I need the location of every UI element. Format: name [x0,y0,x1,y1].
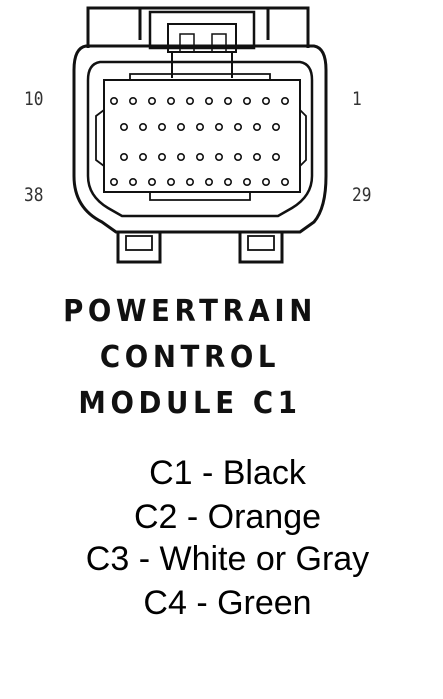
pin-socket [186,178,195,187]
connector-outer-shell [72,44,328,234]
pin-socket [215,123,224,132]
legend-item-c4: C4 - Green [143,584,312,622]
pin-socket [253,153,262,162]
pin-socket [234,123,243,132]
connector-title-line-2: CONTROL [99,340,281,375]
pin-socket [271,123,280,132]
pin-socket [253,123,262,132]
legend-item-c3: C3 - White or Gray [85,540,370,578]
pin-socket [167,97,176,106]
pin-socket [215,153,224,162]
pin-socket [280,97,289,106]
pin-socket [224,97,233,106]
pin-socket [129,178,138,187]
pin-socket [261,178,270,187]
pin-socket [148,97,157,106]
pin-socket [243,178,252,187]
pin-socket [148,178,157,187]
pin-socket [205,97,214,106]
pin-socket [167,178,176,187]
connector-title-line-3: MODULE C1 [78,386,302,421]
pin-socket [177,153,186,162]
pin-socket [158,153,167,162]
pin-socket [205,178,214,187]
pin-socket [196,123,205,132]
connector-latch-tab [148,10,256,50]
pin-socket [261,97,270,106]
pin-socket [243,97,252,106]
pin-grid [110,97,289,187]
pin-socket [196,153,205,162]
pin-socket [120,153,129,162]
pin-socket [129,97,138,106]
pin-socket [110,97,119,106]
pin-socket [271,153,280,162]
pin-label-top-left: 10 [24,88,44,110]
pin-socket [110,178,119,187]
connector-title-line-1: POWERTRAIN [63,294,317,329]
pin-socket [158,123,167,132]
pin-socket [224,178,233,187]
pin-label-top-right: 1 [352,88,362,110]
left-mounting-tab [116,232,162,264]
pin-label-bottom-right: 29 [352,184,372,206]
connector-latch-housing [86,6,310,48]
pin-socket [120,123,129,132]
connector-inner-shell [86,60,314,218]
pin-socket [186,97,195,106]
pin-socket [234,153,243,162]
legend-item-c2: C2 - Orange [133,498,322,536]
legend-item-c1: C1 - Black [149,454,306,492]
pin-socket [177,123,186,132]
connector-latch-window [167,23,237,53]
pin-cavity [103,79,301,193]
pin-socket [280,178,289,187]
right-mounting-tab [238,232,284,264]
connector-drawing [72,6,328,264]
pin-label-bottom-left: 38 [24,184,44,206]
pin-socket [139,123,148,132]
pin-socket [139,153,148,162]
